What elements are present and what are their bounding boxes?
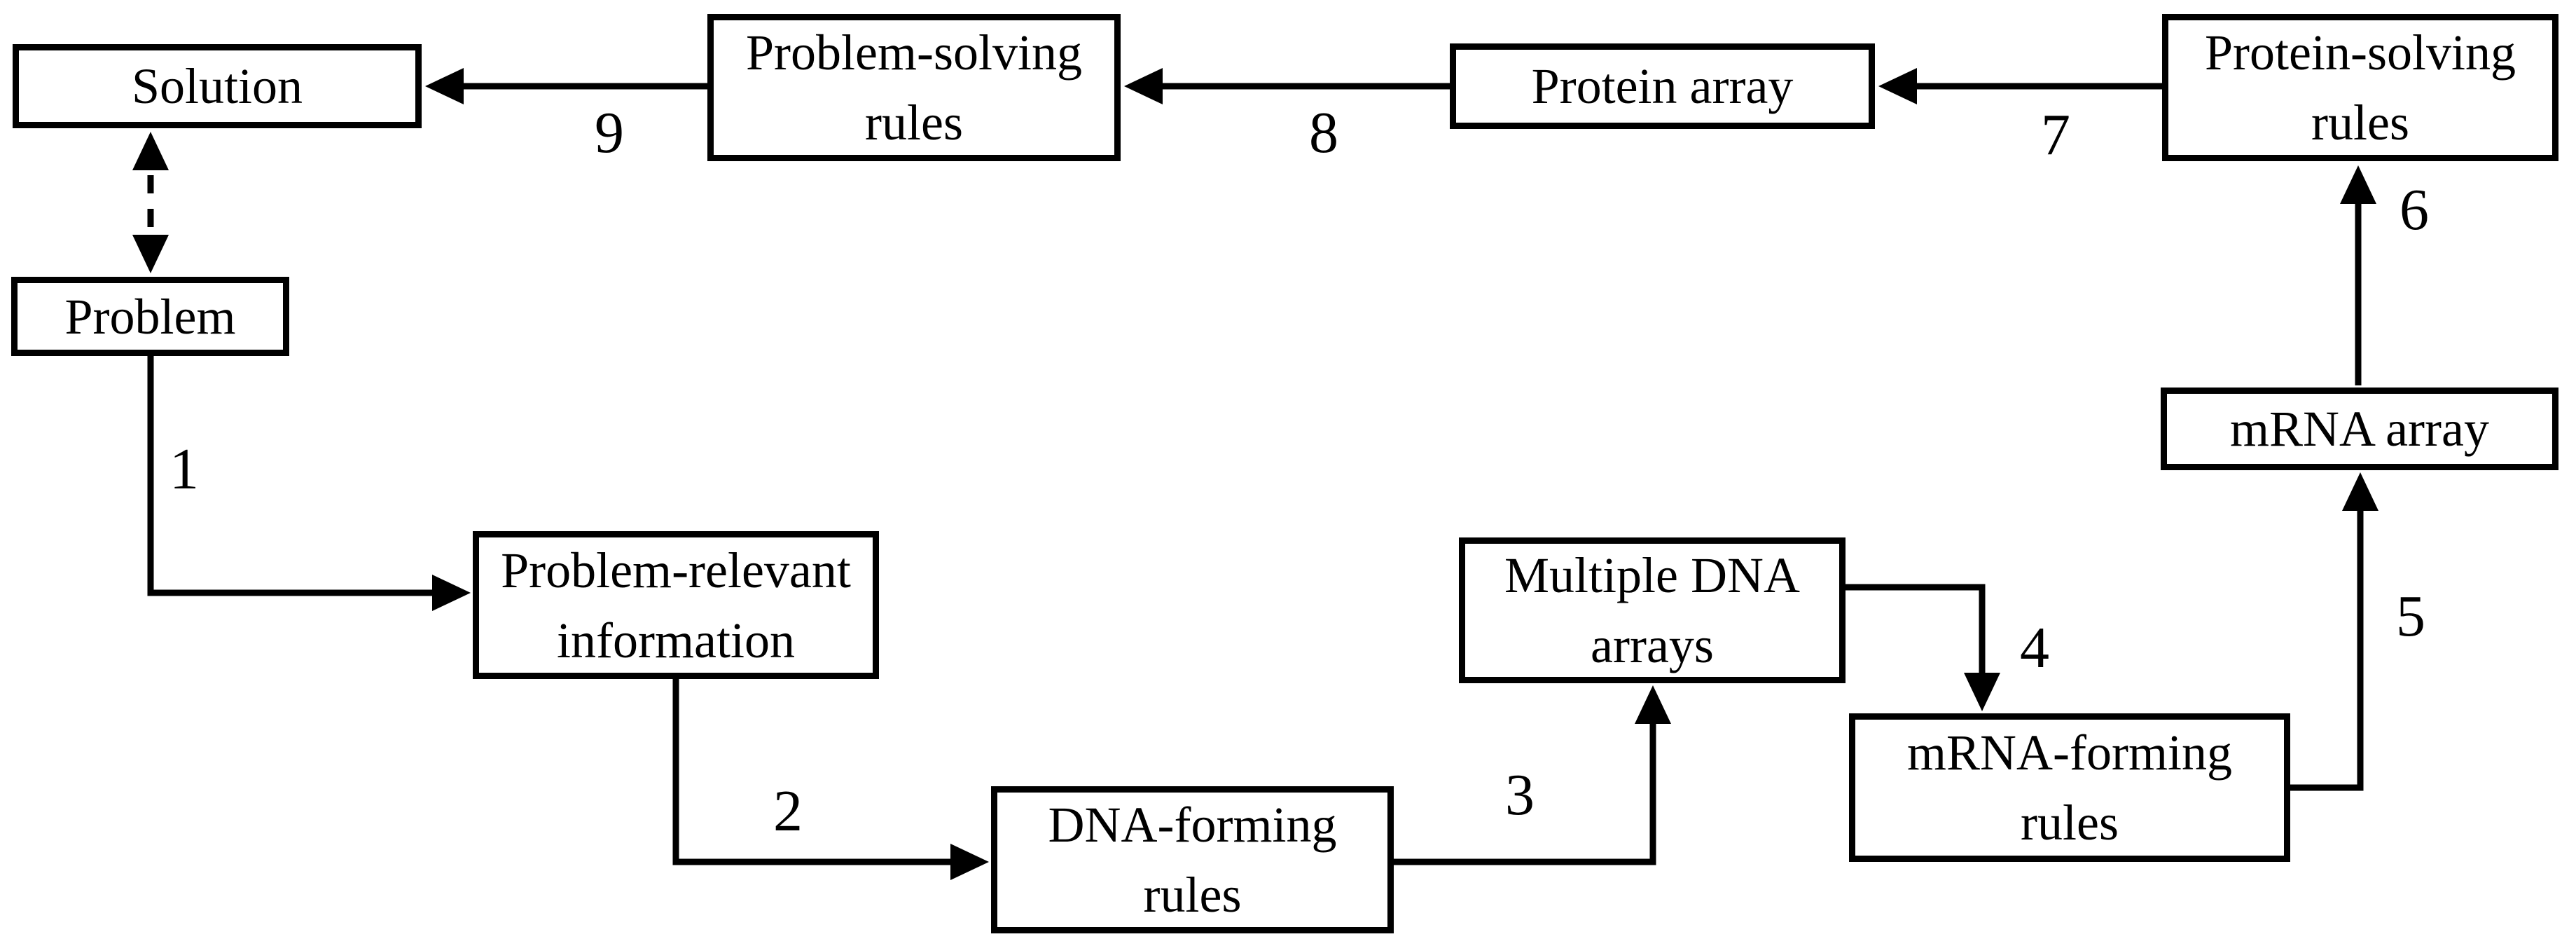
edge-label-8: 8	[1309, 100, 1338, 165]
arrowhead-9	[425, 68, 464, 104]
node-multiple-dna-arrays: Multiple DNA arrays	[1459, 537, 1846, 683]
arrowhead-1	[432, 575, 471, 611]
node-problem: Problem	[11, 277, 289, 356]
arrow-4	[1843, 584, 1986, 676]
edge-label-1: 1	[169, 437, 199, 502]
edge-label-5: 5	[2396, 584, 2425, 649]
node-mrna-forming-rules: mRNA-forming rules	[1849, 713, 2290, 862]
edge-label-9: 9	[595, 100, 624, 165]
node-protein-solving-rules: Protein-solving rules	[2162, 14, 2558, 161]
edge-label-7: 7	[2041, 102, 2070, 167]
arrowhead-2	[950, 844, 989, 880]
arrow-2	[672, 676, 953, 865]
node-mrna-array: mRNA array	[2161, 388, 2558, 470]
node-dna-forming-rules: DNA-forming rules	[991, 786, 1394, 933]
arrowhead-8	[1124, 68, 1163, 104]
arrowhead-6	[2340, 165, 2376, 204]
arrowhead-3	[1635, 685, 1671, 724]
edge-label-4: 4	[2020, 615, 2049, 680]
edge-label-2: 2	[773, 779, 803, 844]
node-solution: Solution	[13, 44, 422, 128]
arrowhead-4	[1964, 673, 2000, 711]
node-protein-array: Protein array	[1450, 43, 1875, 129]
arrowhead-7	[1878, 68, 1917, 104]
node-problem-relevant-information: Problem-relevant information	[473, 531, 879, 679]
arrowhead-down-into-problem	[132, 235, 169, 273]
arrowhead-5	[2342, 472, 2378, 511]
edge-label-3: 3	[1505, 762, 1535, 828]
arrowhead-up-into-solution	[132, 132, 169, 170]
node-problem-solving-rules: Problem-solving rules	[707, 14, 1121, 161]
edge-label-6: 6	[2400, 177, 2429, 242]
arrow-5	[2287, 506, 2364, 791]
